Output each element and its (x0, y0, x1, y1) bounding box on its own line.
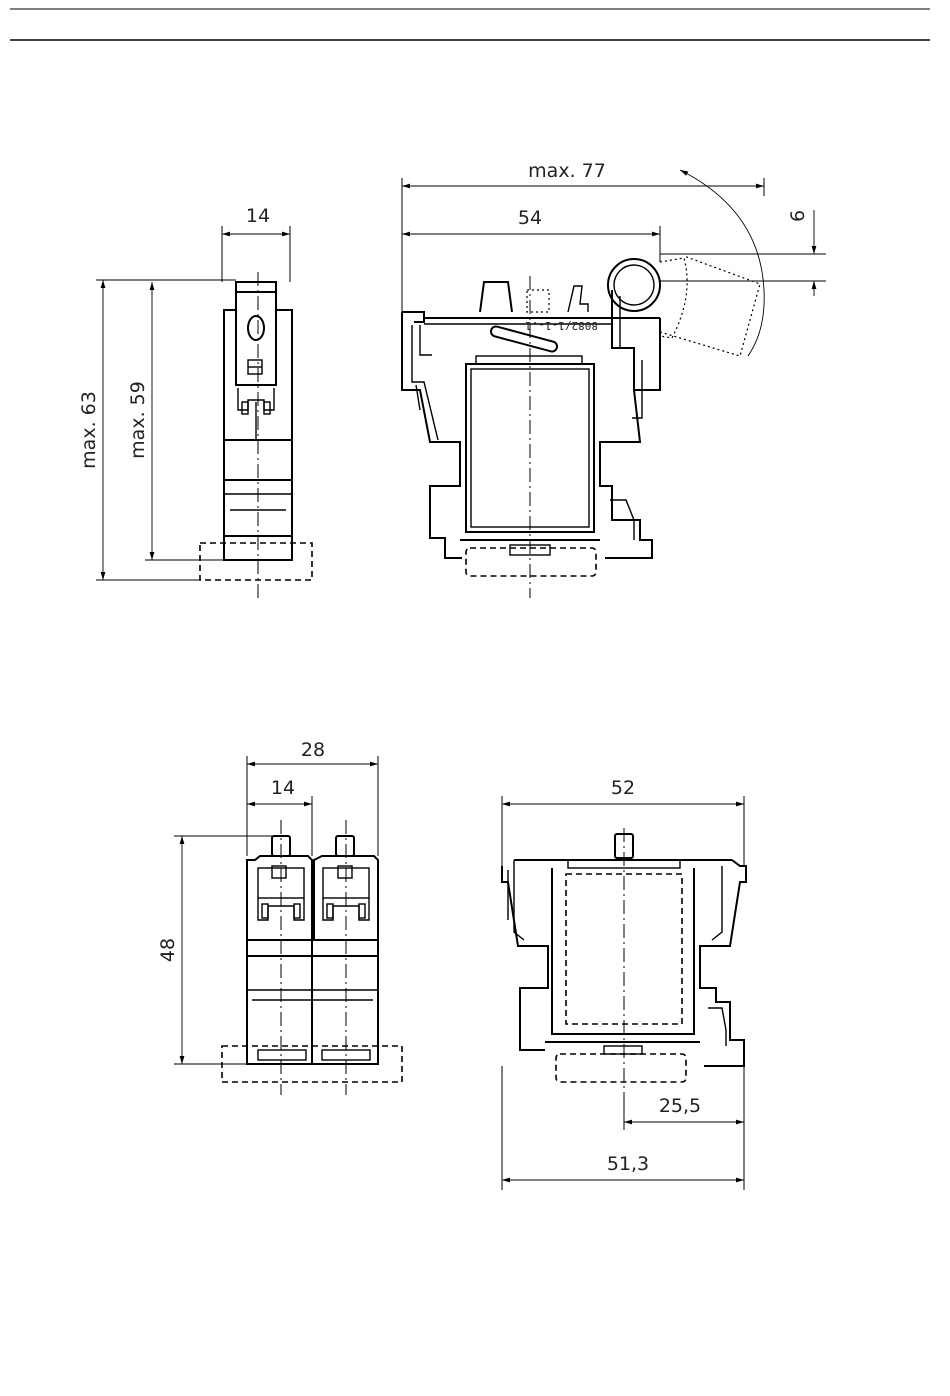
dim-width-28: 28 (301, 739, 325, 761)
dim-width-max-77: max. 77 (528, 160, 606, 182)
dim-width-14-double: 14 (271, 777, 295, 799)
dim-offset-6: 6 (787, 210, 809, 222)
part-marking: 8082/1-1-.1 (525, 319, 598, 332)
dim-height-max-59: max. 59 (127, 381, 149, 459)
dim-width-14: 14 (246, 205, 270, 227)
front-view-single: 8082/1-1-.1 (402, 170, 826, 598)
dim-height-48: 48 (157, 938, 179, 962)
dim-base-width-51-3: 51,3 (607, 1153, 649, 1175)
dim-width-54: 54 (518, 207, 542, 229)
dim-height-max-63: max. 63 (78, 391, 100, 469)
side-view-double (174, 756, 402, 1095)
front-view-bottom (502, 796, 746, 1190)
dim-width-52: 52 (611, 777, 635, 799)
dim-rail-offset-25-5: 25,5 (659, 1095, 701, 1117)
